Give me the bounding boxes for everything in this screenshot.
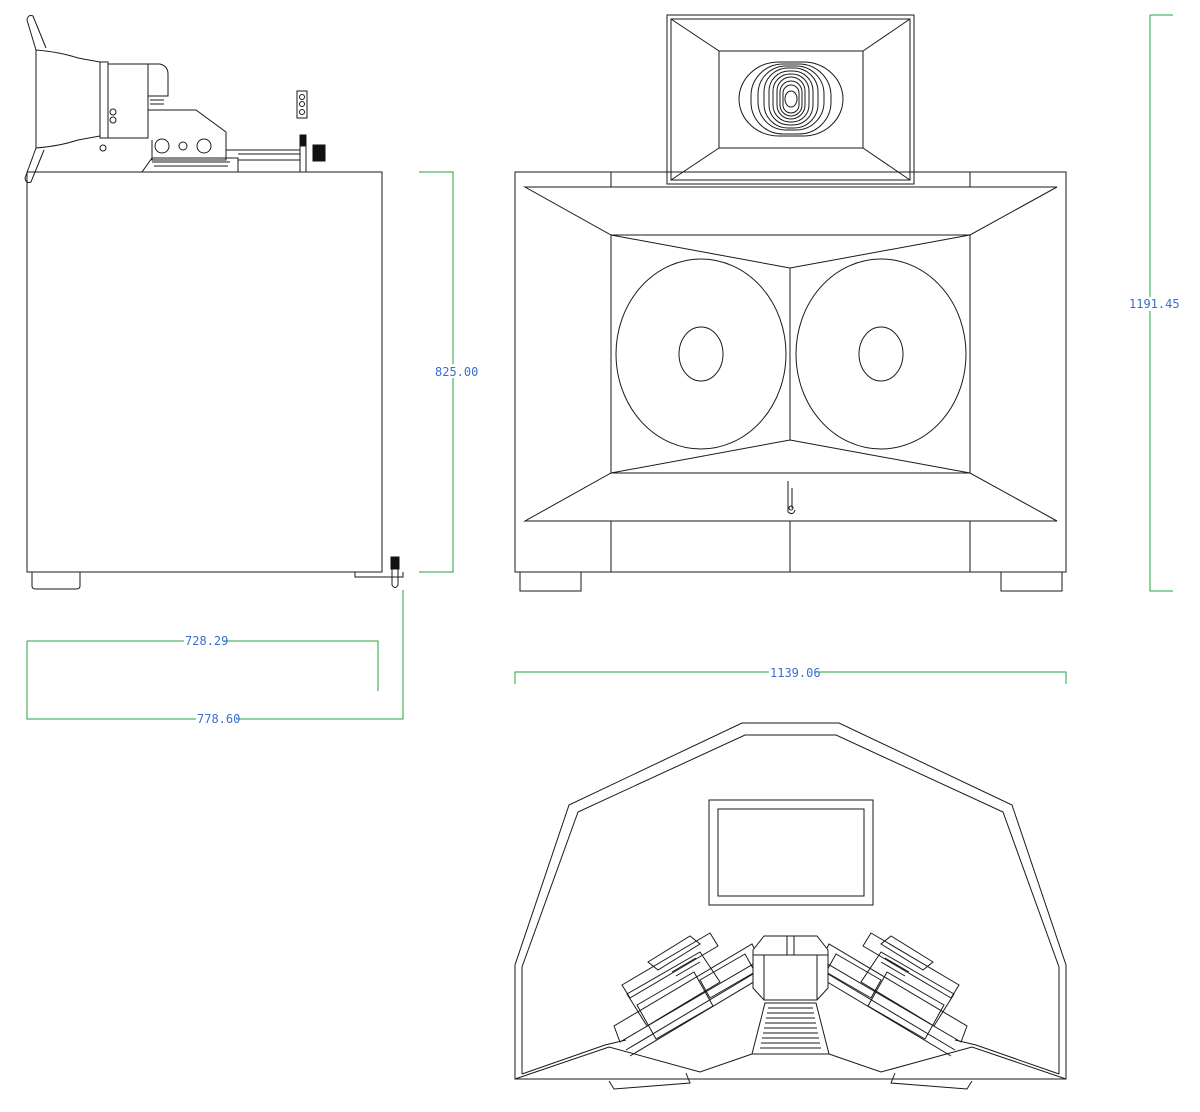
side-horn-tab-top <box>26 15 47 51</box>
top-hf-horn-inner <box>717 808 865 897</box>
front-woofer-left <box>615 258 787 450</box>
front-woofer-divider <box>610 234 971 474</box>
front-cabinet-vertical-lines <box>610 172 971 572</box>
top-woofer-right <box>813 932 968 1057</box>
side-bolt-bottom <box>391 569 399 588</box>
top-hull-inner <box>521 734 1060 1074</box>
top-center-driver-split <box>753 936 828 1000</box>
front-woofer-right <box>795 258 967 450</box>
dim-line-1191 <box>1149 14 1173 592</box>
top-throat-slats <box>760 1007 821 1049</box>
front-woofer-panel <box>610 234 971 474</box>
dim-label-778: 778.60 <box>197 712 240 726</box>
side-horn-flare <box>35 49 101 149</box>
side-connector-3 <box>299 109 305 115</box>
front-hf-horn-outer <box>666 14 915 185</box>
front-dimensions: 1191.45 1139.06 <box>514 14 1180 684</box>
side-knob-top <box>312 144 326 162</box>
top-hull-outer <box>514 722 1067 1080</box>
front-foot-left <box>519 571 582 592</box>
front-hf-horn-throat-rect <box>718 50 864 149</box>
side-bracket-right <box>354 572 404 578</box>
side-foot-left <box>31 572 81 590</box>
dim-label-728: 728.29 <box>185 634 228 648</box>
side-knob-post <box>299 134 307 146</box>
side-mount-hole-1 <box>154 138 170 154</box>
top-woofer-left <box>613 932 768 1057</box>
front-center-latch-pin <box>788 505 794 511</box>
side-dimensions: 825.00 728.29 778.60 <box>26 171 478 726</box>
side-mount-hole-2 <box>178 141 188 151</box>
side-connector-plate <box>296 90 308 119</box>
front-hf-driver-rings <box>738 61 844 137</box>
front-mid-horn-mouth <box>523 186 1058 236</box>
top-throat <box>751 1002 830 1055</box>
dim-label-1139: 1139.06 <box>770 666 821 680</box>
front-center-latch <box>787 481 796 515</box>
front-woofer-left-cap <box>678 326 724 382</box>
dim-line-728 <box>26 590 404 720</box>
front-foot-right <box>1000 571 1063 592</box>
side-knob-bottom <box>390 556 400 570</box>
side-cabinet <box>26 171 383 573</box>
side-screw-1 <box>109 108 117 116</box>
side-screw-3 <box>99 144 107 152</box>
front-hf-horn-outer2 <box>670 18 911 181</box>
top-view <box>514 722 1067 1090</box>
side-mount-hole-3 <box>196 138 212 154</box>
side-screw-2 <box>109 116 117 124</box>
side-horn-ring <box>99 61 109 139</box>
side-rail <box>141 157 239 173</box>
front-hf-horn-bevels <box>670 18 911 181</box>
top-front-baffle-inner <box>521 1039 1060 1075</box>
front-view <box>514 14 1067 592</box>
side-horn-tab-bottom <box>24 147 45 183</box>
top-front-baffle <box>514 1046 1067 1080</box>
side-view <box>24 15 404 590</box>
side-driver-body <box>107 63 227 161</box>
top-center-driver <box>752 935 829 1001</box>
side-connector-2 <box>299 101 305 107</box>
side-driver-details <box>147 96 164 110</box>
top-feet <box>608 1072 973 1090</box>
side-rod <box>226 145 307 173</box>
dim-label-825: 825.00 <box>435 365 478 379</box>
side-connector-1 <box>299 94 305 100</box>
dim-label-1191: 1191.45 <box>1129 297 1180 311</box>
top-hf-horn-outer <box>708 799 874 906</box>
front-woofer-right-cap <box>858 326 904 382</box>
